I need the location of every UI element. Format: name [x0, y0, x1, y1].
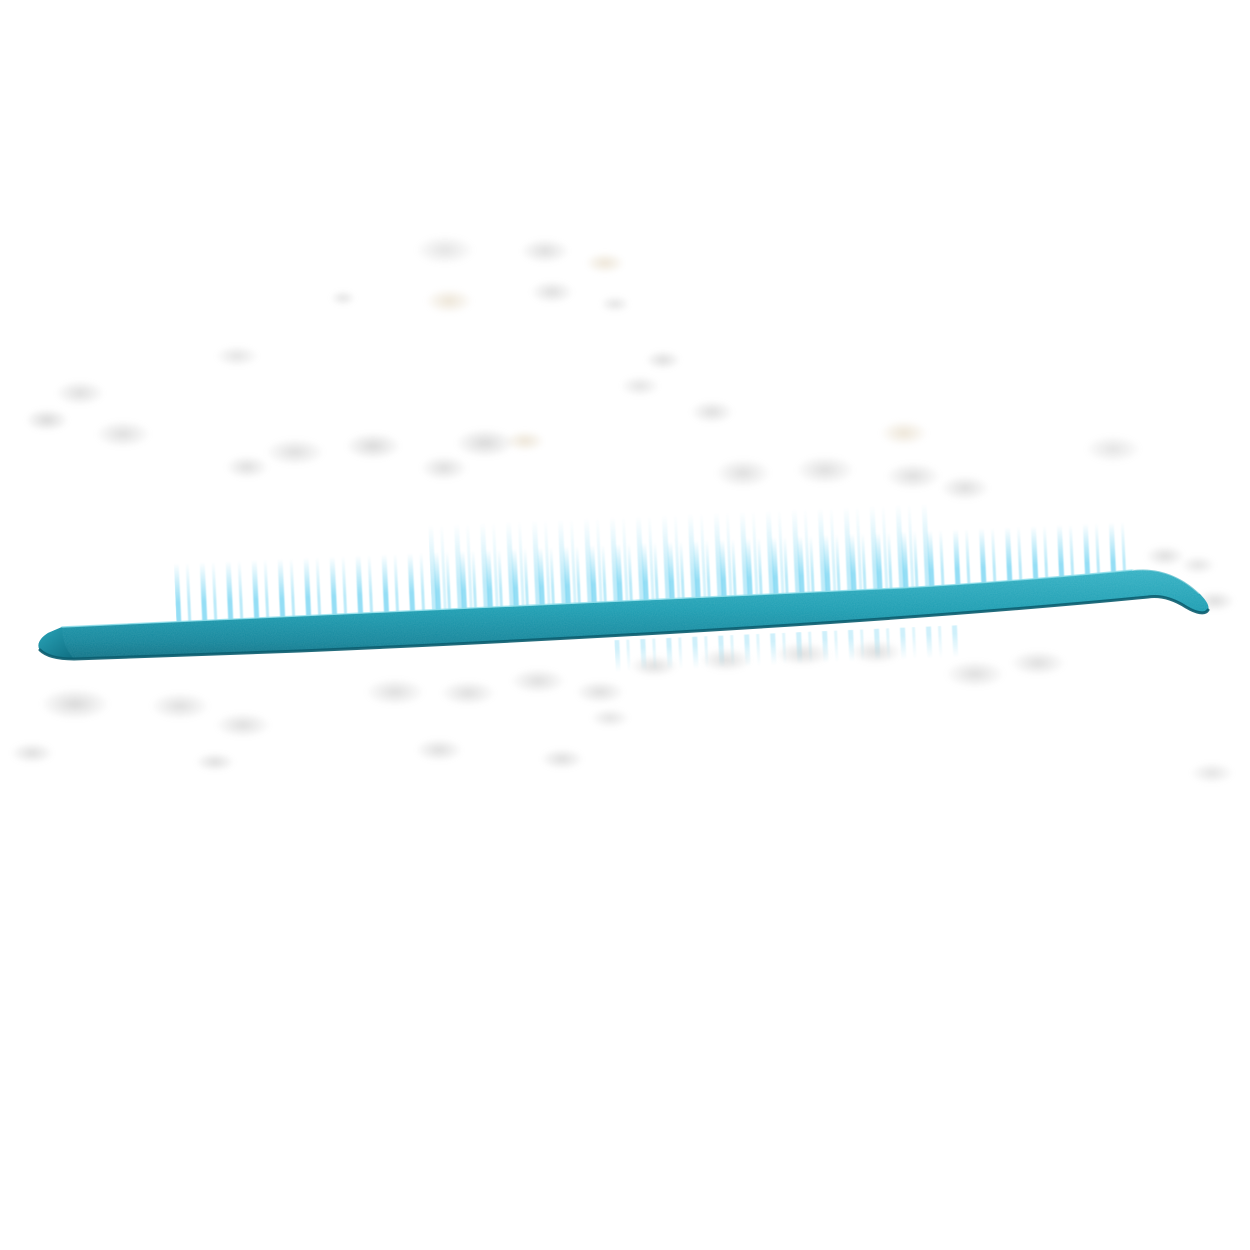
- artifact-blob: [645, 350, 681, 370]
- artifact-blob: [25, 408, 69, 432]
- artifact-blob: [1190, 762, 1234, 784]
- beam-bottom-edge: [38, 595, 1210, 661]
- artifact-blob: [225, 455, 269, 479]
- artifact-blob: [1145, 545, 1185, 567]
- artifact-blob: [95, 420, 151, 448]
- artifact-blob: [420, 455, 468, 481]
- artifact-blob: [510, 668, 566, 694]
- artifact-blob: [1180, 555, 1216, 575]
- artifact-blob: [775, 642, 831, 666]
- artifact-blob: [700, 648, 752, 672]
- artifact-blob: [540, 748, 584, 770]
- beam-left-end-face: [38, 627, 74, 659]
- artifact-blob: [585, 252, 625, 274]
- artifact-blob: [55, 380, 105, 406]
- artifact-blob: [715, 458, 771, 488]
- beam-right-tip-highlight: [1132, 568, 1200, 594]
- artifact-blob: [330, 290, 356, 306]
- artifact-blob: [885, 462, 941, 490]
- artifact-blob: [150, 692, 210, 720]
- artifact-blob: [530, 280, 574, 304]
- artifact-blob: [1010, 650, 1066, 676]
- artifact-blob: [10, 742, 54, 764]
- beam-texture-dark: [38, 569, 1209, 659]
- artifact-blob: [1085, 435, 1141, 463]
- artifact-blob: [425, 288, 473, 314]
- artifact-blob: [415, 235, 475, 265]
- artifact-blob: [590, 708, 630, 728]
- artifact-blob: [505, 430, 545, 452]
- artifact-blob: [945, 660, 1005, 688]
- artifact-blob: [215, 345, 259, 367]
- artifact-blob: [365, 678, 425, 706]
- artifact-blob: [880, 420, 928, 446]
- artifact-blob: [600, 295, 630, 313]
- artifact-blob: [195, 752, 235, 772]
- artifact-blob: [690, 400, 734, 424]
- artifact-blob: [795, 455, 855, 485]
- artifact-blob: [575, 680, 625, 704]
- artifact-blob: [415, 738, 463, 762]
- artifact-blob: [455, 428, 515, 458]
- artifact-blob: [630, 655, 678, 677]
- artifact-blob: [440, 680, 496, 706]
- artifact-blob: [520, 238, 570, 264]
- artifact-blob: [215, 712, 271, 738]
- artifact-blob: [345, 432, 401, 460]
- artifact-blob: [940, 475, 990, 501]
- artifact-blob: [850, 640, 902, 664]
- artifact-blob: [620, 375, 660, 397]
- artifact-blob: [40, 688, 110, 720]
- artifact-blob: [265, 438, 325, 466]
- beam-top-highlight: [61, 569, 1134, 628]
